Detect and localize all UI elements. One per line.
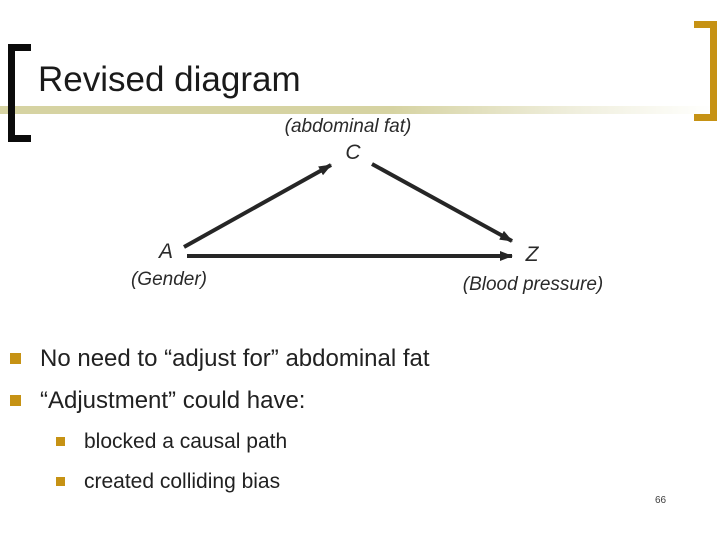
title-underline-rule [0,106,713,114]
bullet-text: “Adjustment” could have: [40,387,306,414]
bullet-square-icon [56,437,65,446]
node-z-annotation: (Blood pressure) [462,274,604,295]
node-c-label: C [345,141,361,164]
bullet-text: No need to “adjust for” abdominal fat [40,345,430,372]
page-number: 66 [655,495,667,506]
bullet-text: blocked a causal path [84,430,288,453]
node-a-label: A [158,240,173,263]
bullet-square-icon [10,395,21,406]
bullet-item: No need to “adjust for” abdominal fat [10,344,700,374]
node-c-annotation: (abdominal fat) [284,116,412,137]
bullet-text: created colliding bias [84,470,281,493]
arrow-a-to-c [183,163,332,249]
slide-title: Revised diagram [38,60,301,99]
node-a-annotation: (Gender) [130,269,208,290]
arrow-c-to-z [371,162,513,243]
bullet-square-icon [10,353,21,364]
left-bracket-decoration [8,44,31,142]
bullet-item: created colliding bias [10,468,700,495]
right-bracket-decoration [694,21,717,121]
bullet-item: blocked a causal path [10,428,700,455]
bullet-item: “Adjustment” could have: [10,386,700,416]
bullet-list: No need to “adjust for” abdominal fat “A… [10,344,700,508]
node-z-label: Z [525,243,539,266]
bullet-square-icon [56,477,65,486]
